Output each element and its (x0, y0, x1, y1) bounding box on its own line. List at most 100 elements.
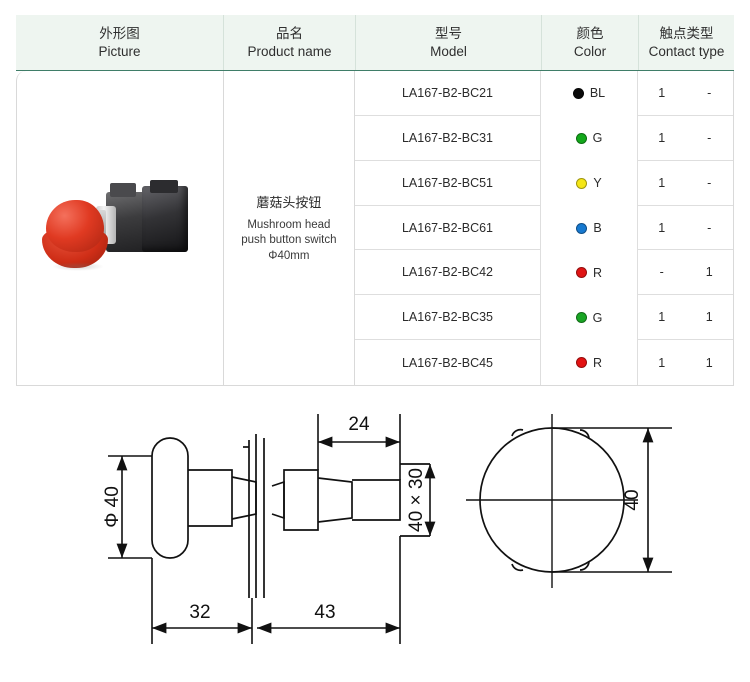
front-view-tab-bl (511, 563, 524, 572)
contact-no-value: 1 (658, 175, 666, 190)
table-body: 蘑菇头按钮 Mushroom head push button switch Φ… (16, 71, 734, 386)
color-swatch-dot-icon (575, 267, 587, 279)
cell-color: BL (541, 71, 638, 116)
side-view-rear-nut (271, 480, 285, 520)
product-name-en-line3: Φ40mm (268, 249, 310, 262)
drawing-canvas: Φ 40 24 40 × 30 32 43 (102, 414, 672, 644)
dim-front-40 (552, 427, 672, 573)
column-header-contact-type-en: Contact type (648, 43, 725, 59)
cell-color: G (541, 295, 638, 341)
color-code-label: BL (589, 86, 606, 101)
cell-color: R (541, 250, 638, 296)
product-picture-cell (17, 71, 224, 385)
column-header-product-name: 品名 Product name (224, 15, 356, 70)
cell-color: B (541, 205, 638, 251)
cell-model: LA167-B2-BC45 (355, 340, 541, 386)
table-row: LA167-B2-BC31 G 1- (355, 115, 733, 161)
contact-nc-value: - (707, 175, 712, 190)
product-name-cell: 蘑菇头按钮 Mushroom head push button switch Φ… (224, 71, 355, 385)
color-swatch-dot-icon (575, 312, 587, 324)
product-name-cn: 蘑菇头按钮 (256, 194, 322, 210)
contact-no-value: 1 (658, 220, 666, 235)
product-name-en-line2: push button switch (241, 234, 337, 247)
contact-nc-value: 1 (705, 265, 713, 280)
contact-nc-value: - (707, 85, 712, 100)
cell-model: LA167-B2-BC42 (355, 250, 541, 296)
front-view-centerlines (466, 414, 638, 588)
cell-model: LA167-B2-BC21 (355, 71, 541, 116)
side-view-outline (151, 434, 430, 598)
dim-label-front-40: 40 (622, 489, 643, 510)
contact-nc-value: - (707, 130, 712, 145)
specification-table: 外形图 Picture 品名 Product name 型号 Model 颜色 … (16, 15, 734, 386)
cell-model: LA167-B2-BC31 (355, 115, 541, 161)
contact-nc-value: 1 (705, 310, 713, 325)
contact-no-value: 1 (658, 85, 666, 100)
column-header-picture-en: Picture (98, 43, 141, 59)
dim-baseline (151, 536, 401, 644)
dim-label-43: 43 (314, 602, 335, 623)
side-view-taper (317, 477, 353, 523)
column-header-contact-type-cn: 触点类型 (659, 25, 714, 41)
contact-no-value: 1 (658, 310, 666, 325)
side-view-mushroom-head (151, 437, 189, 559)
dim-label-32: 32 (189, 602, 210, 623)
color-swatch-dot-icon (572, 87, 584, 99)
side-view-contact-block (352, 479, 401, 521)
cell-contact-type: 1- (638, 116, 733, 161)
product-photo-mushroom-button (38, 170, 202, 286)
color-swatch-dot-icon (576, 222, 588, 234)
column-header-model-cn: 型号 (435, 25, 462, 41)
photo-terminal-tab-rear (149, 180, 178, 193)
side-view-mount-collar (283, 469, 319, 531)
product-name-en-line1: Mushroom head (247, 218, 331, 231)
column-header-color-en: Color (573, 43, 607, 59)
contact-no-value: - (659, 265, 664, 280)
front-view-tab-br (579, 560, 590, 571)
photo-contact-block-rear (141, 186, 188, 252)
column-header-model-en: Model (430, 43, 467, 59)
cell-model: LA167-B2-BC61 (355, 205, 541, 251)
cell-color: R (541, 340, 638, 386)
color-code-label: Y (593, 176, 602, 191)
column-header-picture: 外形图 Picture (16, 15, 224, 70)
dim-label-40x30: 40 × 30 (406, 468, 427, 532)
color-code-label: R (592, 265, 603, 280)
cell-model: LA167-B2-BC35 (355, 295, 541, 341)
photo-terminal-tab-front (109, 183, 136, 197)
column-header-contact-type: 触点类型 Contact type (639, 15, 734, 70)
cell-contact-type: -1 (638, 250, 733, 296)
column-header-color: 颜色 Color (542, 15, 639, 70)
table-row: LA167-B2-BC61 B 1 - (355, 205, 733, 251)
column-header-product-name-en: Product name (247, 43, 332, 59)
color-swatch-dot-icon (576, 177, 588, 189)
contact-no-value: 1 (658, 355, 666, 370)
color-code-label: B (593, 221, 602, 235)
color-swatch-dot-icon (575, 132, 587, 144)
cell-contact-type: 1- (638, 71, 733, 116)
color-code-label: R (592, 355, 603, 370)
cell-model: LA167-B2-BC51 (355, 160, 541, 206)
front-view-tab-tr (579, 429, 590, 440)
contact-nc-value: 1 (705, 355, 713, 370)
front-view-tab-tl (511, 428, 524, 437)
column-header-model: 型号 Model (356, 15, 542, 70)
contact-nc-value: - (707, 220, 712, 235)
column-header-product-name-cn: 品名 (276, 25, 303, 41)
cell-contact-type: 1- (638, 161, 733, 206)
dim-24 (317, 414, 401, 480)
side-view-bezel (231, 476, 257, 520)
color-code-label: G (592, 131, 603, 146)
color-swatch-dot-icon (575, 357, 587, 369)
product-name-en: Mushroom head push button switch Φ40mm (241, 218, 336, 265)
dim-label-diameter: Φ 40 (102, 486, 123, 528)
dim-label-24: 24 (348, 414, 370, 435)
technical-drawing: Φ 40 24 40 × 30 32 43 (0, 392, 750, 682)
